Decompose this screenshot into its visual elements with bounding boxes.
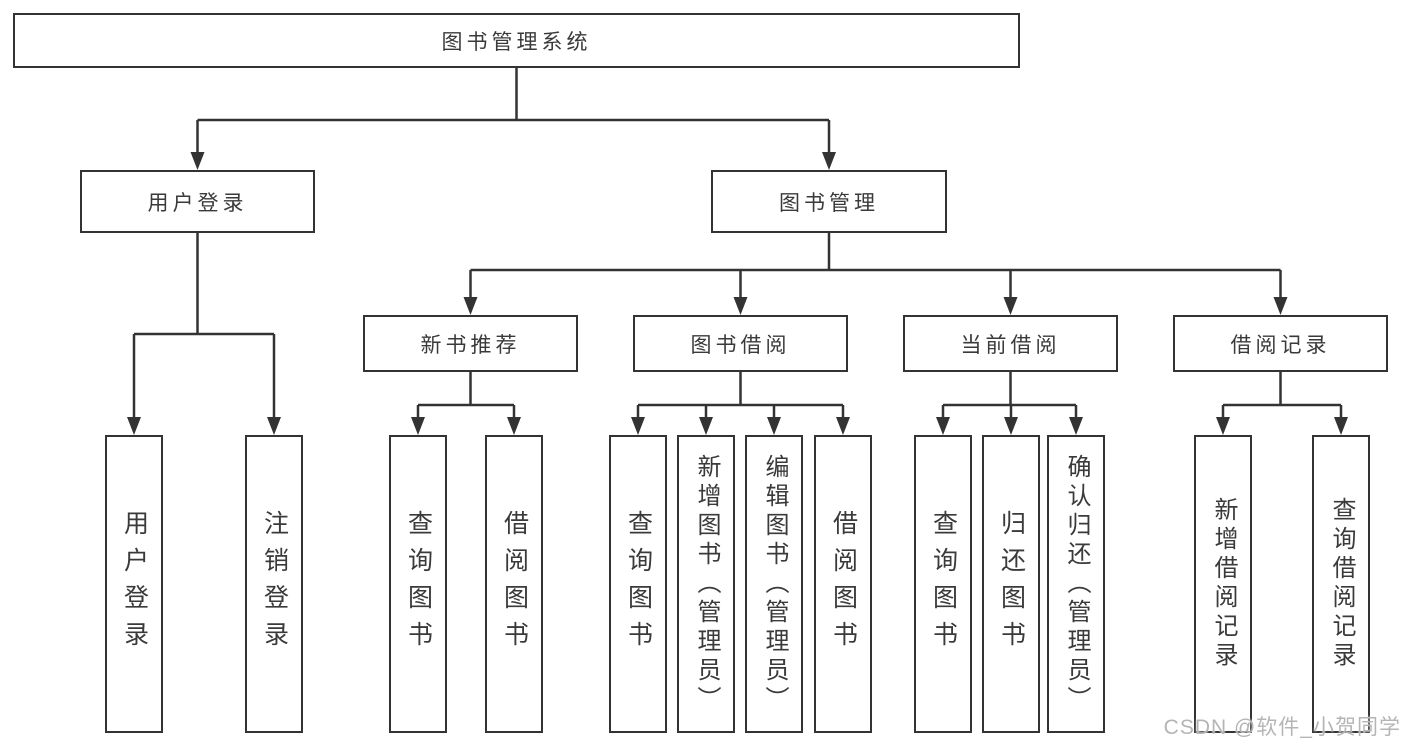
arrowheads (127, 152, 1348, 435)
node-current-borrow: 当前借阅 (903, 315, 1118, 372)
leaf-borrow-books-2-label: 借阅图书 (829, 510, 858, 658)
node-borrow-records: 借阅记录 (1173, 315, 1388, 372)
leaf-user-login: 用户登录 (105, 435, 163, 733)
leaf-borrow-books-1-label: 借阅图书 (500, 510, 529, 658)
leaf-borrow-books-1: 借阅图书 (485, 435, 543, 733)
leaf-confirm-return-admin: 确认归还（管理员） (1047, 435, 1105, 733)
leaf-query-books-2-label: 查询图书 (624, 510, 653, 658)
leaf-return-books-label: 归还图书 (997, 510, 1026, 658)
leaf-edit-books-admin: 编辑图书（管理员） (745, 435, 803, 733)
leaf-query-books-3: 查询图书 (914, 435, 972, 733)
leaf-query-books-1: 查询图书 (389, 435, 447, 733)
leaf-logout: 注销登录 (245, 435, 303, 733)
leaf-add-books-admin: 新增图书（管理员） (677, 435, 735, 733)
node-root-library-system: 图书管理系统 (13, 13, 1020, 68)
leaf-query-books-1-label: 查询图书 (404, 510, 433, 658)
leaf-query-borrow-record: 查询借阅记录 (1312, 435, 1370, 733)
node-new-book-recommend: 新书推荐 (363, 315, 578, 372)
csdn-watermark: CSDN @软件_小贺同学 (1163, 716, 1401, 739)
leaf-query-books-2: 查询图书 (609, 435, 667, 733)
leaf-logout-label: 注销登录 (260, 510, 289, 658)
leaf-query-books-3-label: 查询图书 (929, 510, 958, 658)
node-book-management: 图书管理 (711, 170, 947, 233)
leaf-add-borrow-record-label: 新增借阅记录 (1210, 497, 1237, 671)
node-book-borrow: 图书借阅 (633, 315, 848, 372)
leaf-user-login-label: 用户登录 (120, 510, 149, 658)
leaf-add-books-admin-label: 新增图书（管理员） (693, 453, 720, 715)
node-user-login: 用户登录 (80, 170, 315, 233)
leaf-borrow-books-2: 借阅图书 (814, 435, 872, 733)
leaf-add-borrow-record: 新增借阅记录 (1194, 435, 1252, 733)
leaf-query-borrow-record-label: 查询借阅记录 (1328, 497, 1355, 671)
leaf-edit-books-admin-label: 编辑图书（管理员） (761, 453, 788, 715)
leaf-return-books: 归还图书 (982, 435, 1040, 733)
leaf-confirm-return-admin-label: 确认归还（管理员） (1063, 453, 1090, 715)
